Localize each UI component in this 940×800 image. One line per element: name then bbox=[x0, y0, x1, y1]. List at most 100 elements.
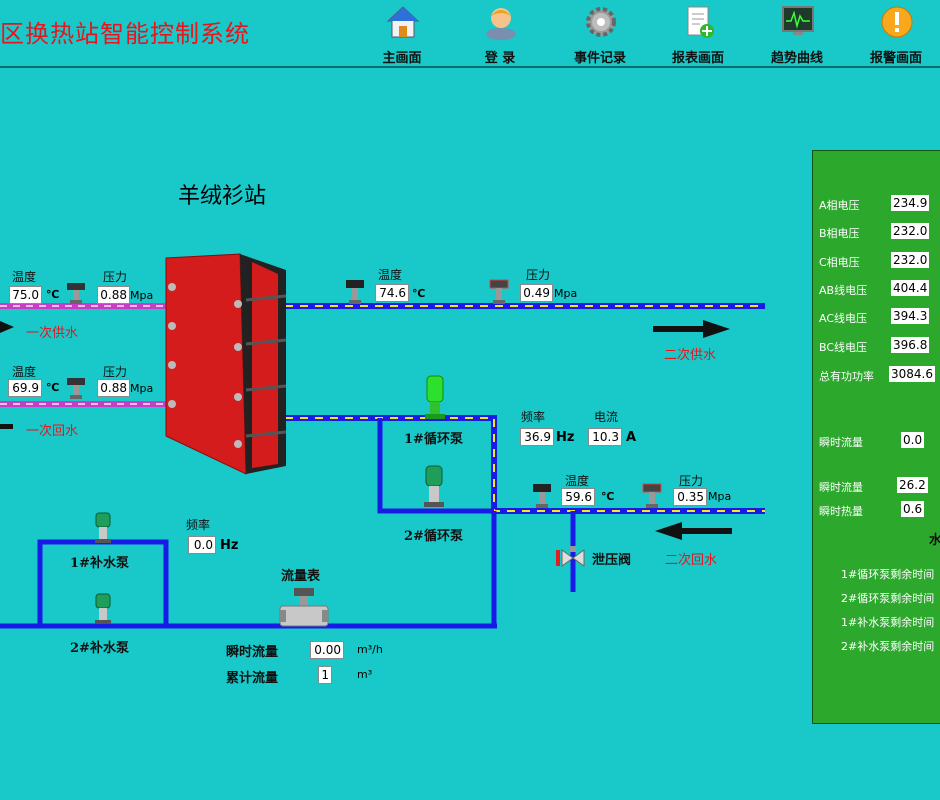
secondary-return-temp-value: 59.6 bbox=[561, 488, 595, 506]
nav-label: 报警画面 bbox=[869, 51, 922, 66]
app-title: 区换热站智能控制系统 bbox=[0, 20, 250, 48]
nav-label: 登 录 bbox=[484, 51, 516, 66]
nav-label: 趋势曲线 bbox=[770, 51, 823, 66]
flow-inst-label: 瞬时流量 bbox=[226, 645, 279, 660]
primary-supply-press-label: 压力 bbox=[103, 270, 128, 284]
circ-freq-label: 频率 bbox=[521, 410, 546, 424]
secondary-supply-press-value: 0.49 bbox=[520, 284, 553, 302]
panel-runtime-label: 1#循环泵剩余时间 bbox=[841, 568, 935, 581]
primary-return-temp-unit: ℃ bbox=[46, 381, 60, 394]
panel-inst-flow-value: 0.0 bbox=[901, 432, 925, 448]
primary-return-temp-label: 温度 bbox=[12, 365, 37, 379]
panel-row-value: 232.0 bbox=[891, 223, 930, 239]
panel-row-label: AC线电压 bbox=[819, 312, 868, 325]
nav-event-log[interactable]: 事件记录 bbox=[560, 2, 640, 66]
primary-supply-temp-unit: ℃ bbox=[46, 288, 60, 301]
primary-return-press-value: 0.88 bbox=[97, 379, 130, 397]
panel-row-value: 234.9 bbox=[891, 195, 930, 211]
nav-trend[interactable]: 趋势曲线 bbox=[757, 2, 837, 66]
pressure-sensor-icon bbox=[642, 483, 662, 508]
top-bar: 区换热站智能控制系统 主画面 登 录 事件记录 bbox=[0, 0, 940, 68]
circ-freq-value: 36.9 bbox=[520, 428, 554, 446]
secondary-return-press-label: 压力 bbox=[679, 474, 704, 488]
secondary-return-temp-unit: ℃ bbox=[601, 490, 615, 503]
secondary-supply-temp-value: 74.6 bbox=[375, 284, 409, 302]
makeup-pump-1-icon[interactable] bbox=[95, 512, 111, 543]
temp-sensor-icon bbox=[533, 484, 551, 508]
primary-supply-press-value: 0.88 bbox=[97, 286, 130, 304]
primary-return-press-label: 压力 bbox=[103, 365, 128, 379]
secondary-supply-label: 二次供水 bbox=[664, 348, 717, 363]
secondary-supply-temp-label: 温度 bbox=[378, 268, 403, 282]
circ-pump-1-label: 1#循环泵 bbox=[404, 432, 463, 447]
panel-runtime-label: 1#补水泵剩余时间 bbox=[841, 616, 935, 629]
station-name: 羊绒衫站 bbox=[178, 184, 267, 209]
temp-sensor-icon bbox=[67, 378, 85, 399]
circ-pump-2-label: 2#循环泵 bbox=[404, 529, 463, 544]
panel-row-label: BC线电压 bbox=[819, 341, 868, 354]
nav-label: 报表画面 bbox=[671, 51, 724, 66]
circ-pump-1-icon[interactable] bbox=[425, 375, 445, 419]
panel-inst-flow-label: 瞬时流量 bbox=[819, 436, 863, 449]
secondary-return-pipe bbox=[285, 415, 765, 514]
nav-main-screen[interactable]: 主画面 bbox=[362, 2, 442, 66]
secondary-supply-press-label: 压力 bbox=[526, 268, 551, 282]
secondary-supply-temp-unit: ℃ bbox=[412, 287, 426, 300]
panel-inst-flow2-value: 26.2 bbox=[897, 477, 928, 493]
makeup-pump-1-label: 1#补水泵 bbox=[70, 556, 129, 571]
panel-row-label: 总有功功率 bbox=[819, 370, 874, 383]
panel-row-label: AB线电压 bbox=[819, 284, 868, 297]
trend-monitor-icon bbox=[782, 6, 814, 35]
alarm-icon bbox=[881, 6, 913, 38]
home-icon bbox=[386, 6, 420, 38]
makeup-freq-label: 频率 bbox=[186, 518, 211, 532]
panel-runtime-label: 2#循环泵剩余时间 bbox=[841, 592, 935, 605]
nav-label: 主画面 bbox=[382, 51, 422, 66]
panel-row-value: 396.8 bbox=[891, 337, 930, 353]
circ-current-label: 电流 bbox=[594, 410, 619, 424]
primary-supply-press-unit: Mpa bbox=[130, 289, 154, 302]
makeup-freq-value: 0.0 bbox=[188, 536, 216, 554]
panel-runtime-label: 2#补水泵剩余时间 bbox=[841, 640, 935, 653]
makeup-freq-unit: Hz bbox=[220, 538, 239, 553]
nav-login[interactable]: 登 录 bbox=[460, 2, 540, 66]
panel-row-value: 3084.6 bbox=[889, 366, 935, 382]
secondary-return-arrow bbox=[655, 522, 732, 540]
nav-label: 事件记录 bbox=[573, 51, 626, 66]
temp-sensor-icon bbox=[346, 280, 364, 304]
user-icon bbox=[486, 8, 516, 40]
flow-inst-unit: m³/h bbox=[357, 643, 383, 656]
nav-report[interactable]: 报表画面 bbox=[658, 2, 738, 66]
circ-current-value: 10.3 bbox=[588, 428, 622, 446]
electrical-panel: A相电压 234.9 B相电压 232.0 C相电压 232.0 AB线电压 4… bbox=[812, 150, 940, 724]
primary-supply-label: 一次供水 bbox=[26, 326, 79, 341]
panel-water-label: 水 bbox=[929, 533, 940, 548]
panel-inst-heat-value: 0.6 bbox=[901, 501, 925, 517]
flow-total-label: 累计流量 bbox=[226, 671, 279, 686]
panel-row-value: 232.0 bbox=[891, 252, 930, 268]
gear-icon bbox=[586, 7, 616, 37]
secondary-return-temp-label: 温度 bbox=[565, 474, 590, 488]
temp-sensor-icon bbox=[67, 283, 85, 304]
circ-freq-unit: Hz bbox=[556, 430, 575, 445]
circ-current-unit: A bbox=[626, 430, 637, 445]
primary-supply-temp-value: 75.0 bbox=[9, 286, 42, 304]
relief-valve-icon[interactable] bbox=[556, 546, 585, 567]
panel-row-value: 394.3 bbox=[891, 308, 930, 324]
circ-pump-2-icon[interactable] bbox=[424, 465, 444, 507]
secondary-return-press-value: 0.35 bbox=[673, 488, 707, 506]
relief-valve-label: 泄压阀 bbox=[592, 553, 632, 568]
flow-total-value: 1 bbox=[318, 666, 332, 684]
primary-return-label: 一次回水 bbox=[26, 424, 79, 439]
makeup-pump-2-icon[interactable] bbox=[95, 593, 111, 624]
panel-inst-flow2-label: 瞬时流量 bbox=[819, 481, 863, 494]
nav-alarm[interactable]: 报警画面 bbox=[856, 2, 936, 66]
document-add-icon bbox=[687, 6, 714, 38]
flow-meter-icon bbox=[279, 588, 329, 627]
panel-inst-heat-label: 瞬时热量 bbox=[819, 505, 863, 518]
flow-inst-value: 0.00 bbox=[310, 641, 344, 659]
panel-row-value: 404.4 bbox=[891, 280, 930, 296]
panel-row-label: C相电压 bbox=[819, 256, 860, 269]
panel-row-label: B相电压 bbox=[819, 227, 860, 240]
